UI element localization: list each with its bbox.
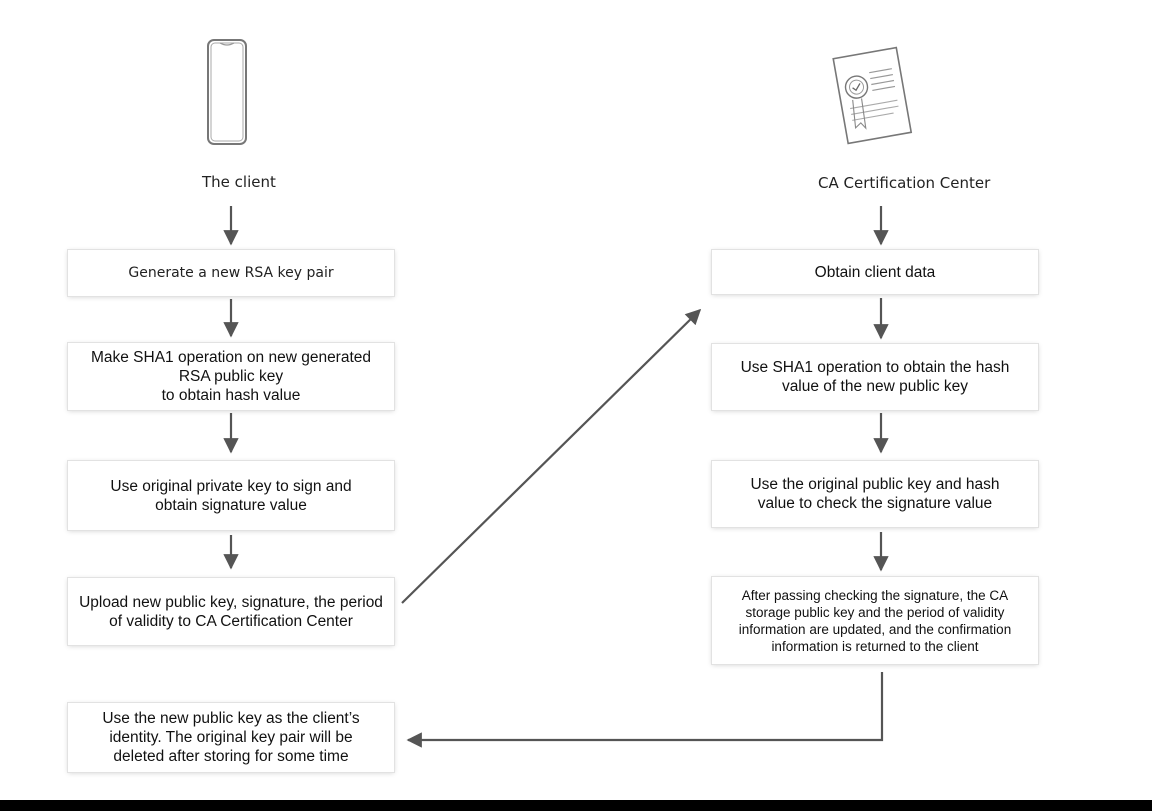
ca-step-obtain-data: Obtain client data bbox=[712, 250, 1038, 294]
client-step-sign: Use original private key to sign and obt… bbox=[68, 461, 394, 530]
client-step-generate-key: Generate a new RSA key pair bbox=[68, 250, 394, 296]
client-step-sha1: Make SHA1 operation on new generated RSA… bbox=[68, 343, 394, 410]
ca-step-check-signature: Use the original public key and hash val… bbox=[712, 461, 1038, 527]
ca-step-sha1: Use SHA1 operation to obtain the hash va… bbox=[712, 344, 1038, 410]
smartphone-icon bbox=[207, 39, 247, 145]
ca-step-update-and-return: After passing checking the signature, th… bbox=[712, 577, 1038, 664]
client-title: The client bbox=[202, 173, 276, 191]
arrow-ca-to-client bbox=[406, 672, 884, 748]
ca-title: CA Certification Center bbox=[818, 174, 991, 192]
client-step-upload: Upload new public key, signature, the pe… bbox=[68, 578, 394, 645]
arrow-client-to-ca bbox=[401, 308, 702, 604]
client-step-use-new-key: Use the new public key as the client’s i… bbox=[68, 703, 394, 772]
certificate-icon bbox=[832, 46, 913, 145]
bottom-border bbox=[0, 800, 1152, 811]
